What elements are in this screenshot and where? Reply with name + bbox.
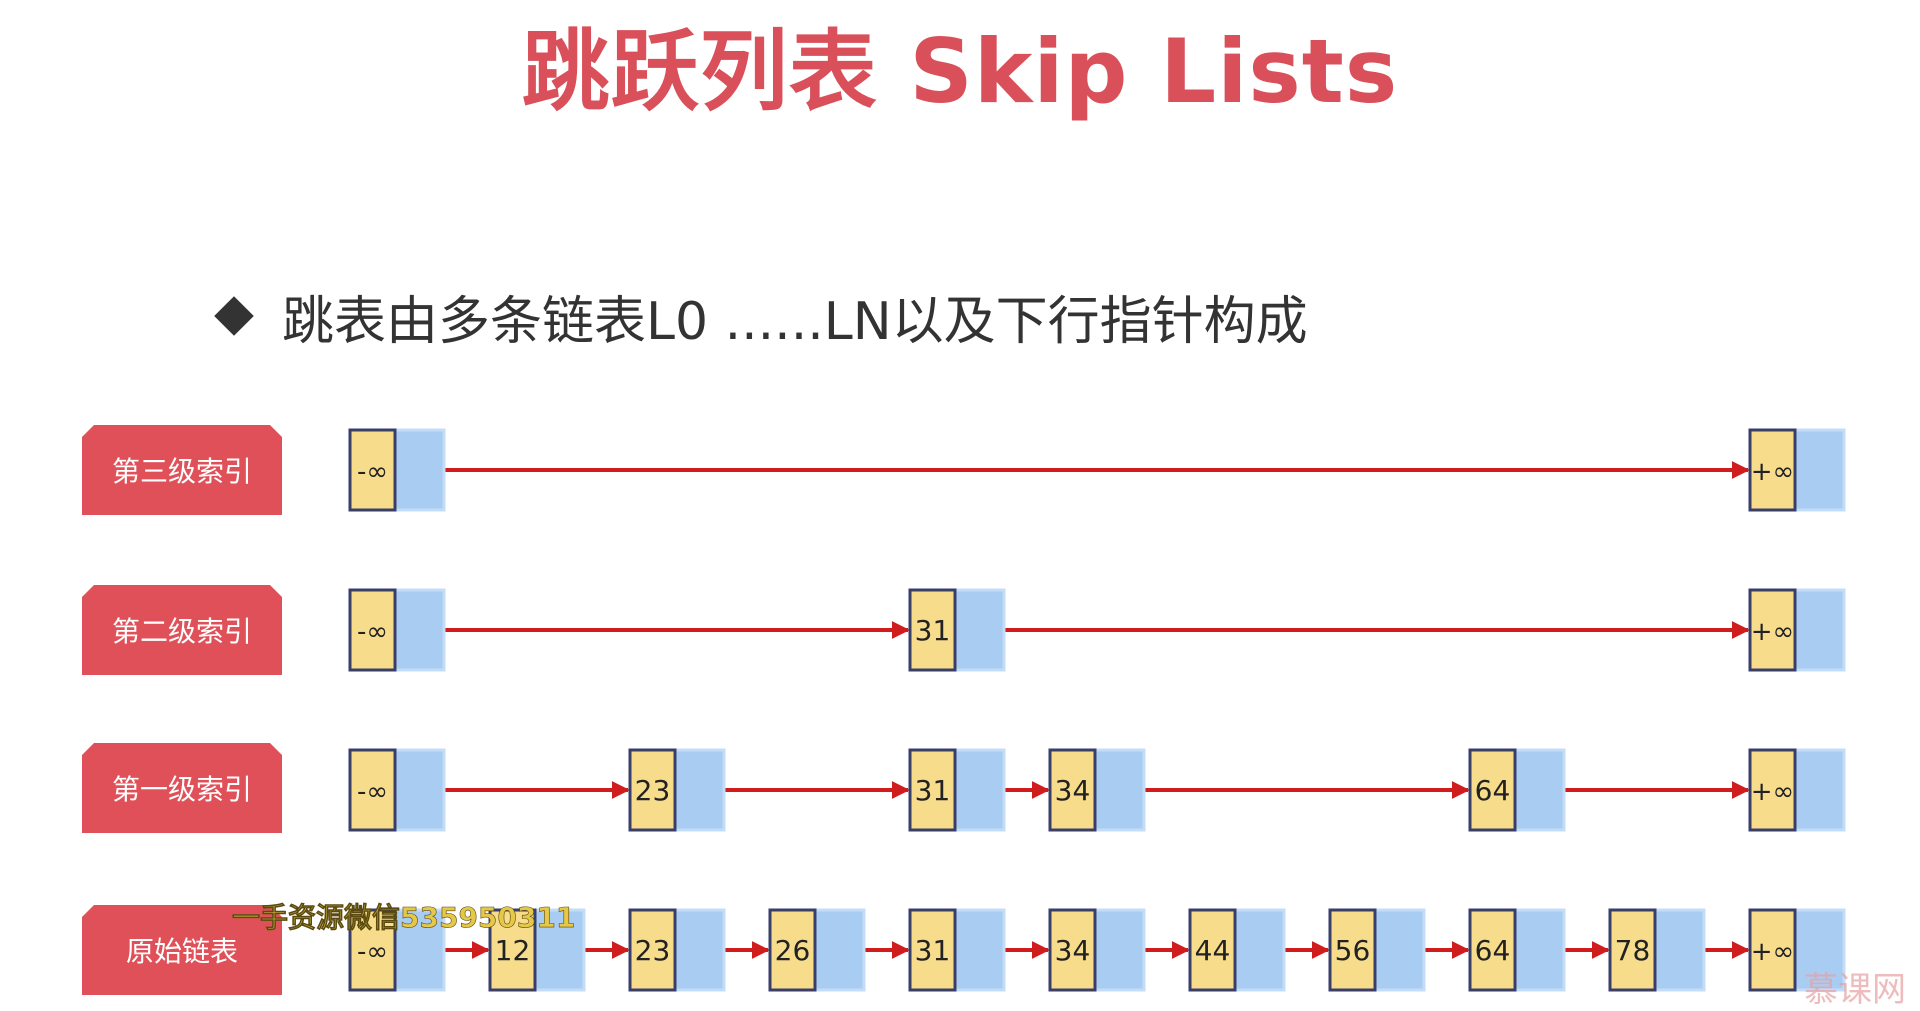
node-pointer-cell xyxy=(1511,908,1566,992)
level-label-0: 原始链表 xyxy=(82,905,282,995)
skip-list-node: 56 xyxy=(1328,908,1426,992)
node-pointer-cell xyxy=(951,748,1006,832)
node-value-cell xyxy=(628,908,677,992)
node-pointer-cell xyxy=(391,908,446,992)
node-pointer-cell xyxy=(1091,748,1146,832)
skip-list-node: 34 xyxy=(1048,908,1146,992)
node-value-cell xyxy=(908,588,957,672)
skip-list-node: -∞ xyxy=(348,428,446,512)
node-value-cell xyxy=(348,748,397,832)
node-value-label: 31 xyxy=(915,614,951,647)
node-pointer-cell xyxy=(1511,748,1566,832)
node-value-label: +∞ xyxy=(1751,457,1794,487)
node-value-cell xyxy=(628,748,677,832)
skip-list-node: 78 xyxy=(1608,908,1706,992)
skip-list-node: +∞ xyxy=(1748,748,1846,832)
level-label-2: 第二级索引 xyxy=(82,585,282,675)
level-label-1: 第一级索引 xyxy=(82,743,282,833)
skip-list-node: 23 xyxy=(628,908,726,992)
node-pointer-cell xyxy=(391,748,446,832)
level-label-3: 第三级索引 xyxy=(82,425,282,515)
node-value-cell xyxy=(1188,908,1237,992)
skip-list-node: 12 xyxy=(488,908,586,992)
node-value-label: 23 xyxy=(635,934,671,967)
node-value-cell xyxy=(1048,908,1097,992)
skip-list-node: -∞ xyxy=(348,748,446,832)
skip-list-node: 64 xyxy=(1468,748,1566,832)
node-pointer-cell xyxy=(391,428,446,512)
node-value-cell xyxy=(908,748,957,832)
node-pointer-cell xyxy=(811,908,866,992)
skip-list-node: +∞ xyxy=(1748,588,1846,672)
skip-list-node: 44 xyxy=(1188,908,1286,992)
node-pointer-cell xyxy=(671,748,726,832)
node-pointer-cell xyxy=(1651,908,1706,992)
skip-list-node: -∞ xyxy=(348,588,446,672)
skip-list-node: +∞ xyxy=(1748,428,1846,512)
skip-list-node: 26 xyxy=(768,908,866,992)
node-value-cell xyxy=(1748,428,1797,512)
node-value-cell xyxy=(768,908,817,992)
bullet-point: 跳表由多条链表L0 ......LN以及下行指针构成 xyxy=(214,280,1308,352)
node-value-label: 44 xyxy=(1195,934,1231,967)
node-value-label: 12 xyxy=(495,934,531,967)
node-value-cell xyxy=(1468,748,1517,832)
skip-list-node: 64 xyxy=(1468,908,1566,992)
node-pointer-cell xyxy=(671,908,726,992)
watermark-text: 一手资源微信535950311 xyxy=(232,901,576,935)
node-value-cell xyxy=(1048,748,1097,832)
node-value-cell xyxy=(1748,908,1797,992)
node-value-label: +∞ xyxy=(1751,617,1794,647)
skip-list-node: -∞ xyxy=(348,908,446,992)
node-value-cell xyxy=(348,908,397,992)
node-pointer-cell xyxy=(391,588,446,672)
skip-list-node: 34 xyxy=(1048,748,1146,832)
node-value-cell xyxy=(348,428,397,512)
node-value-label: 26 xyxy=(775,934,811,967)
node-pointer-cell xyxy=(1791,588,1846,672)
node-value-label: 64 xyxy=(1475,934,1511,967)
node-value-label: 31 xyxy=(915,934,951,967)
node-value-label: -∞ xyxy=(357,937,388,967)
corner-logo: 慕课网 xyxy=(1804,970,1906,1010)
node-pointer-cell xyxy=(1371,908,1426,992)
node-pointer-cell xyxy=(951,588,1006,672)
node-value-cell xyxy=(488,908,537,992)
node-value-label: 23 xyxy=(635,774,671,807)
node-value-label: 78 xyxy=(1615,934,1651,967)
node-value-label: +∞ xyxy=(1751,937,1794,967)
node-value-label: -∞ xyxy=(357,617,388,647)
node-pointer-cell xyxy=(531,908,586,992)
node-value-cell xyxy=(1468,908,1517,992)
skip-list-node: 23 xyxy=(628,748,726,832)
node-value-label: 34 xyxy=(1055,774,1091,807)
node-value-cell xyxy=(1328,908,1377,992)
skip-list-node: 31 xyxy=(908,908,1006,992)
node-pointer-cell xyxy=(1791,748,1846,832)
node-value-cell xyxy=(1748,748,1797,832)
node-value-cell xyxy=(348,588,397,672)
node-pointer-cell xyxy=(1091,908,1146,992)
skip-list-node: 31 xyxy=(908,588,1006,672)
node-value-cell xyxy=(1748,588,1797,672)
node-pointer-cell xyxy=(1791,428,1846,512)
node-pointer-cell xyxy=(951,908,1006,992)
skip-list-node: +∞ xyxy=(1748,908,1846,992)
node-value-label: 56 xyxy=(1335,934,1371,967)
node-value-label: -∞ xyxy=(357,457,388,487)
node-value-label: 64 xyxy=(1475,774,1511,807)
node-value-label: 31 xyxy=(915,774,951,807)
node-value-label: 34 xyxy=(1055,934,1091,967)
node-pointer-cell xyxy=(1231,908,1286,992)
skip-list-node: 31 xyxy=(908,748,1006,832)
bullet-text: 跳表由多条链表L0 ......LN以及下行指针构成 xyxy=(282,291,1308,352)
node-value-cell xyxy=(1608,908,1657,992)
node-value-cell xyxy=(908,908,957,992)
page-title: 跳跃列表 Skip Lists xyxy=(521,20,1399,123)
node-pointer-cell xyxy=(1791,908,1846,992)
node-value-label: +∞ xyxy=(1751,777,1794,807)
node-value-label: -∞ xyxy=(357,777,388,807)
